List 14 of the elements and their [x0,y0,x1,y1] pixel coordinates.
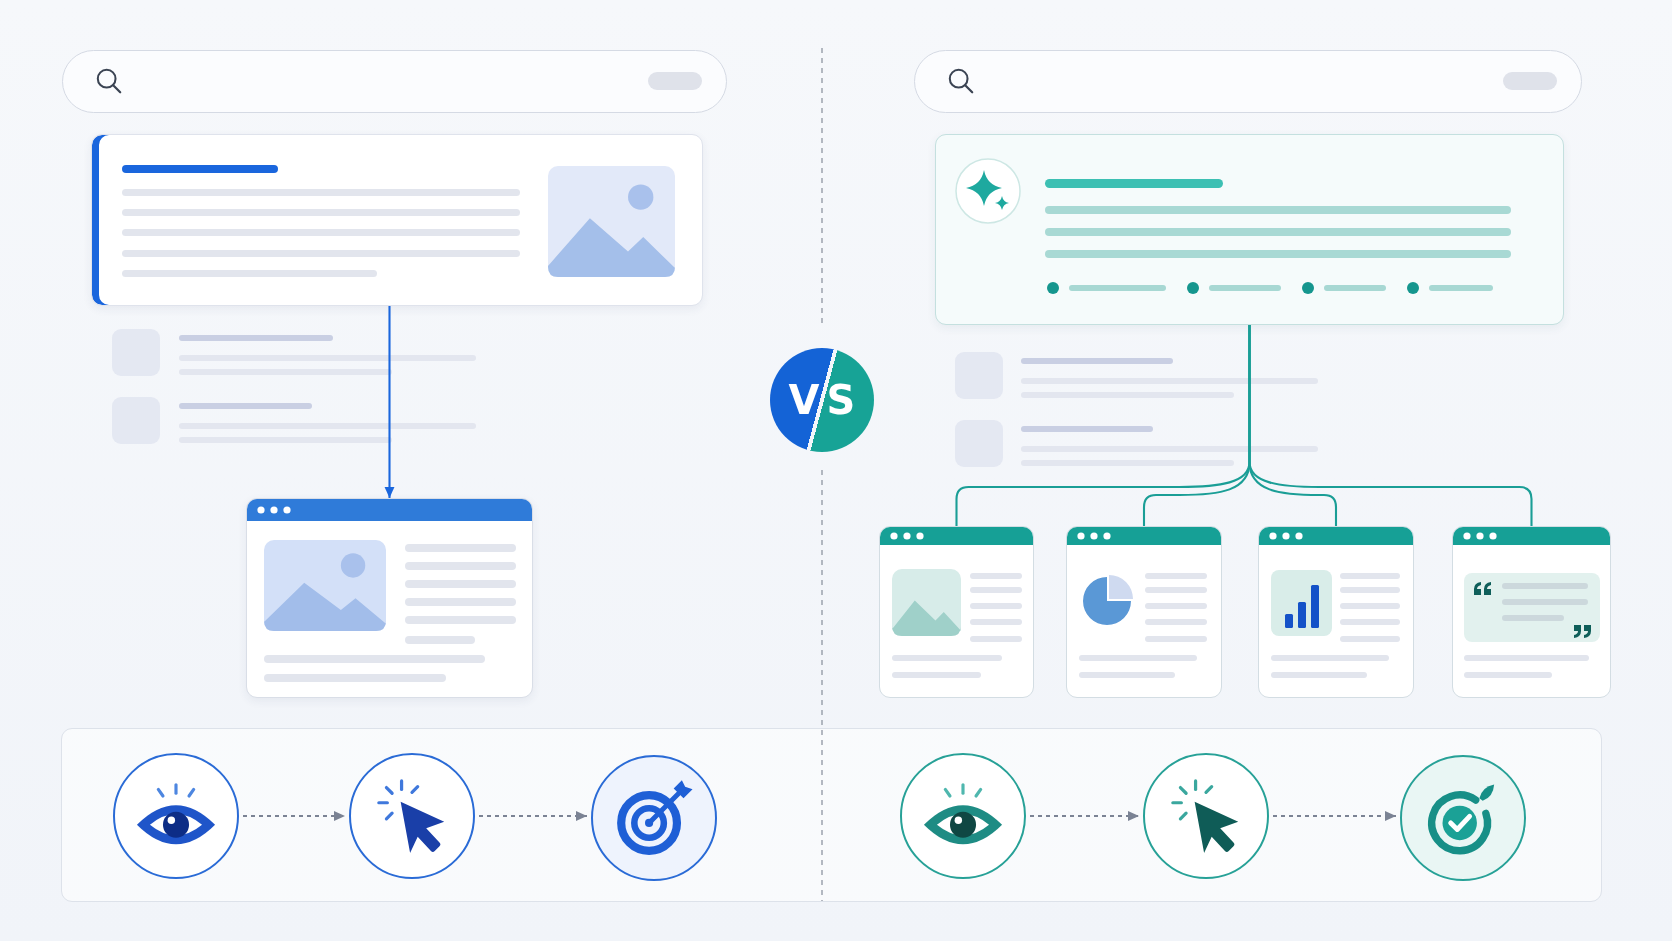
connector-line [1248,325,1533,526]
web-page-window [879,526,1034,698]
arrow [1272,811,1397,821]
arrow [242,811,346,821]
arrow [384,306,395,498]
arrow [478,811,588,821]
search-result-card [91,134,703,306]
web-page-window [1452,526,1611,698]
web-page-window [1066,526,1222,698]
web-page-window [246,498,533,698]
ai-answer-card [935,134,1564,325]
arrow [1029,811,1140,821]
steps-panel [61,728,1602,902]
web-page-window [1258,526,1414,698]
